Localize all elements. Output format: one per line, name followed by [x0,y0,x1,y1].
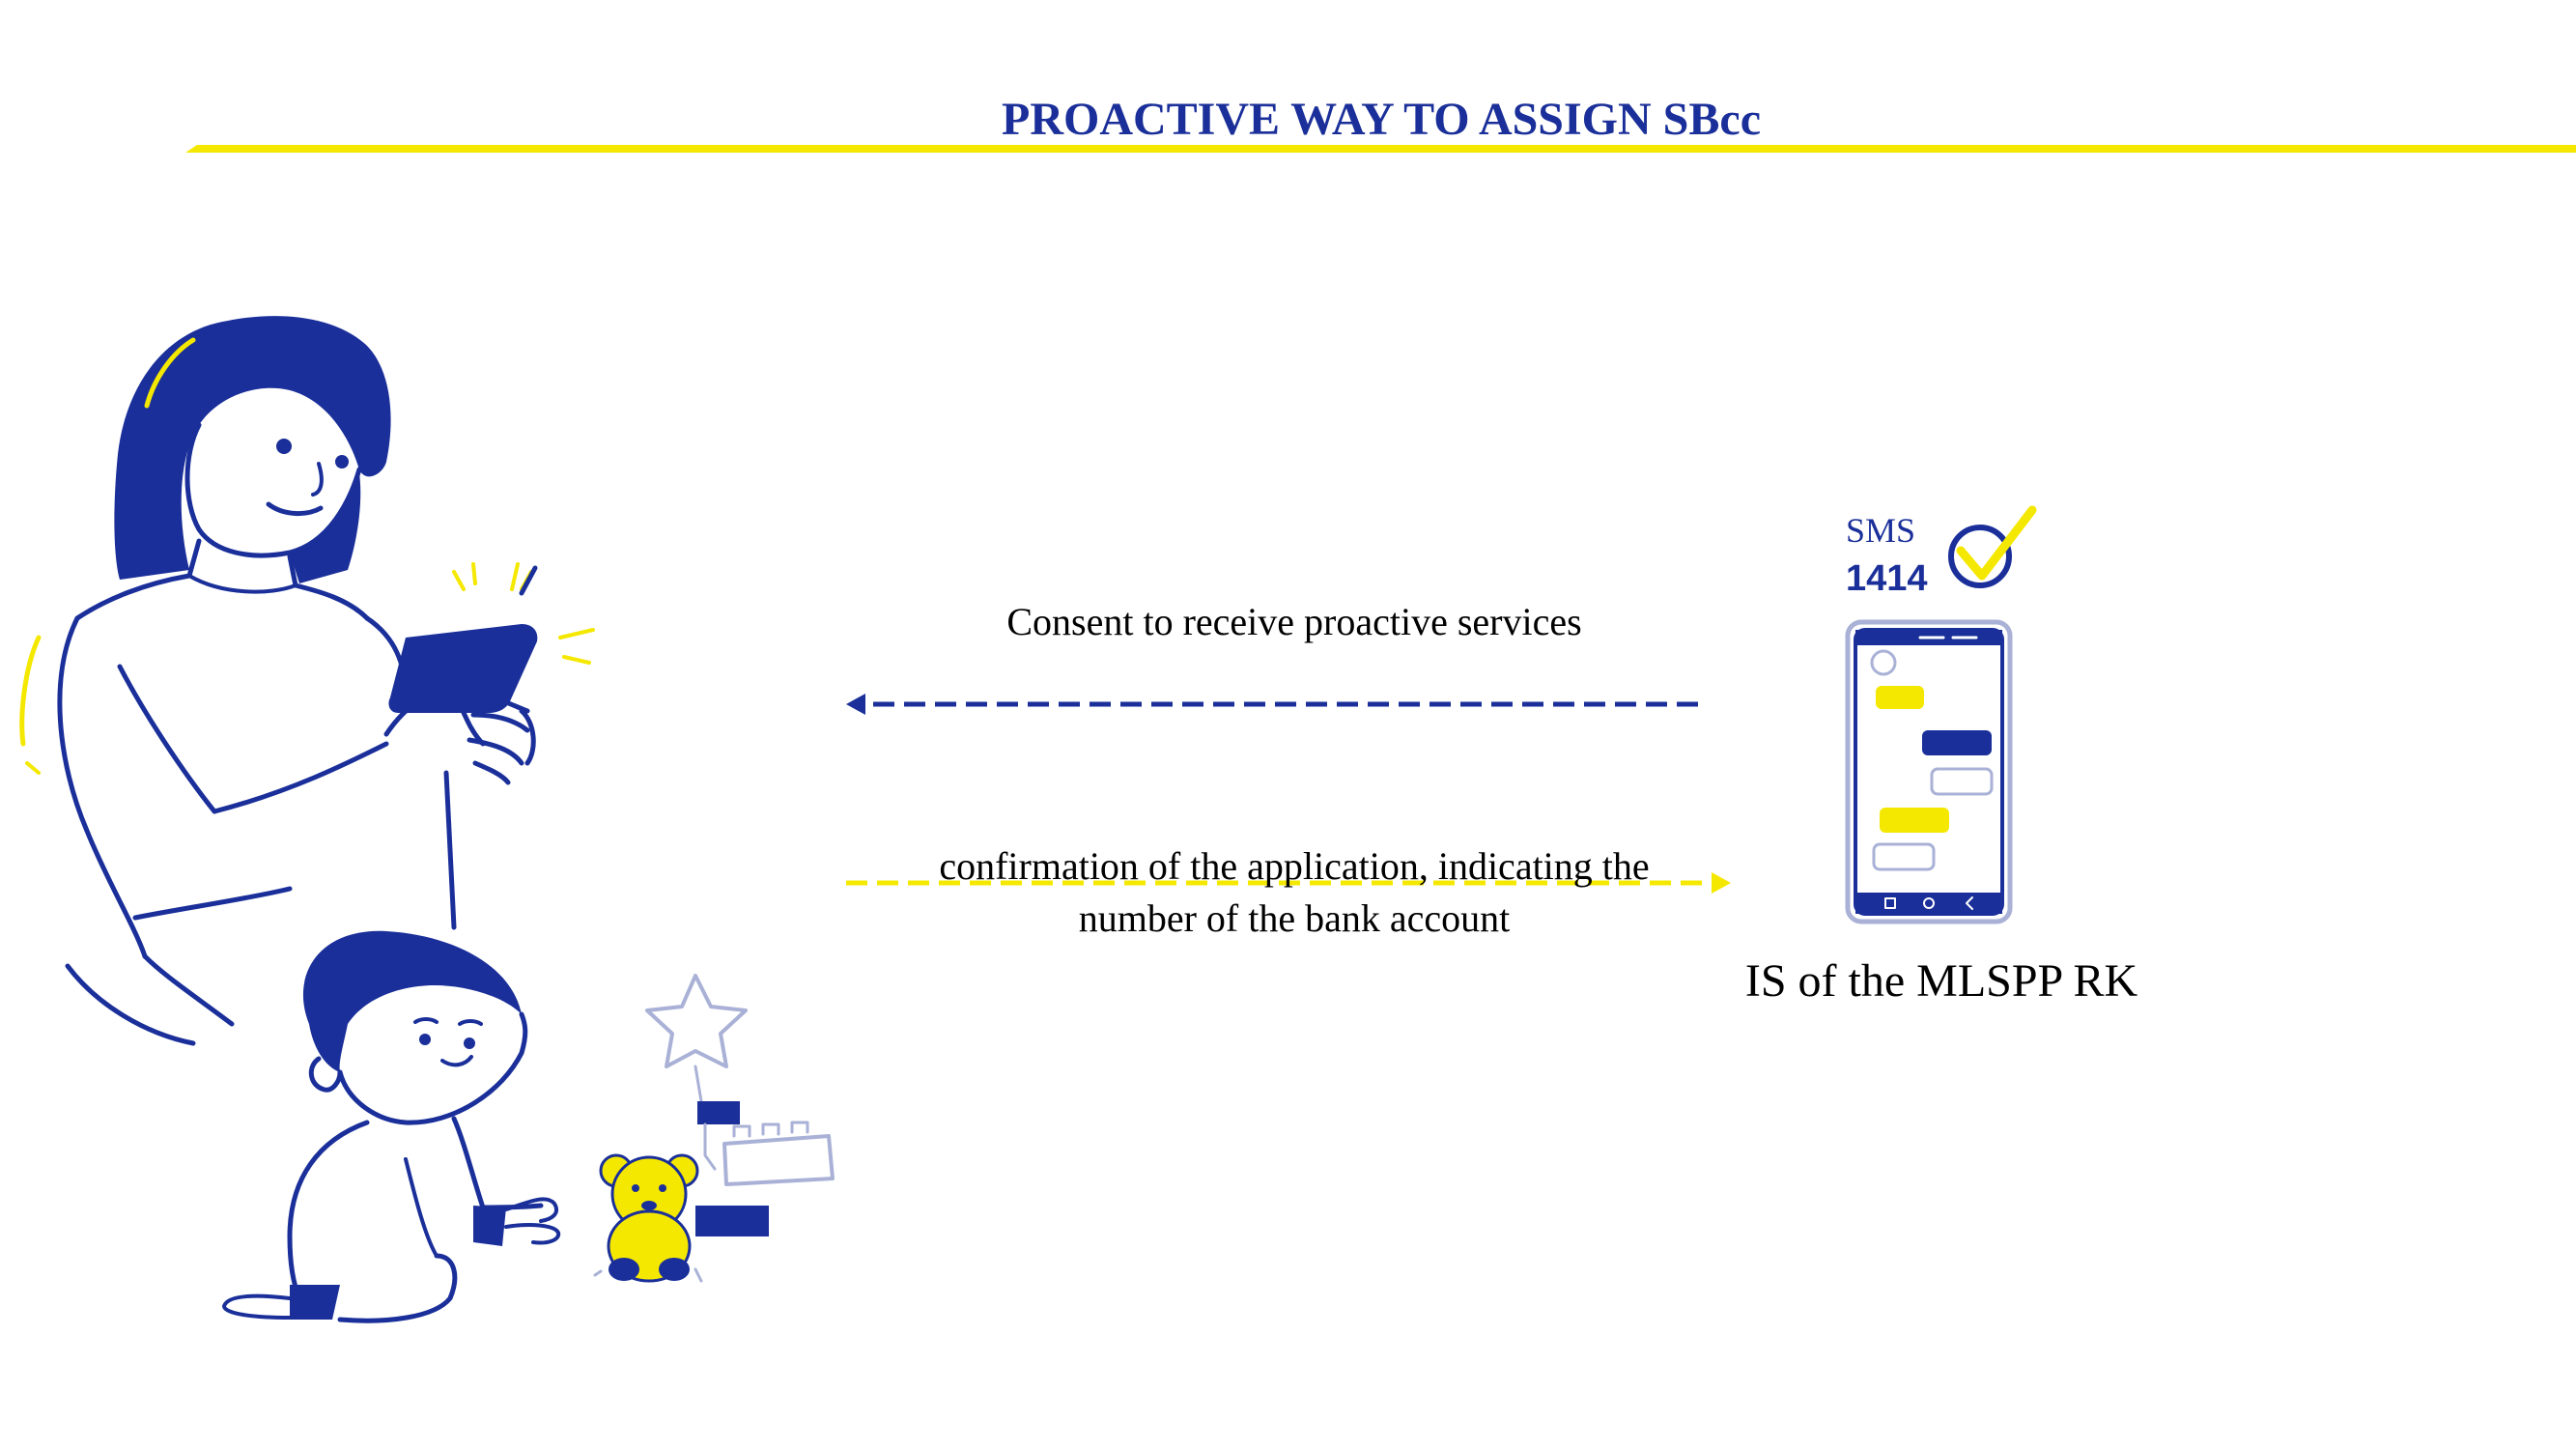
smartphone-chat-icon [1845,619,2013,924]
sms-label: SMS [1846,511,1916,550]
system-node-label: IS of the MLSPP RK [1744,955,2138,1007]
check-badge-icon [1948,505,2037,588]
mother-with-phone-icon [19,316,595,1046]
consent-edge-label: Consent to receive proactive services [1006,600,1582,643]
sms-number: 1414 [1846,558,1928,599]
toys-icon [593,974,835,1283]
page-title: PROACTIVE WAY TO ASSIGN SBcc [1002,94,1761,145]
confirmation-label-line-2: number of the bank account [1078,896,1511,940]
title-underline [185,145,2576,153]
confirmation-arrow [846,872,1731,894]
confirmation-edge-label: confirmation of the application, indicat… [850,840,1739,945]
confirmation-label-line-1: confirmation of the application, indicat… [939,844,1650,888]
child-playing-icon [222,930,561,1323]
consent-arrow [846,694,1698,715]
